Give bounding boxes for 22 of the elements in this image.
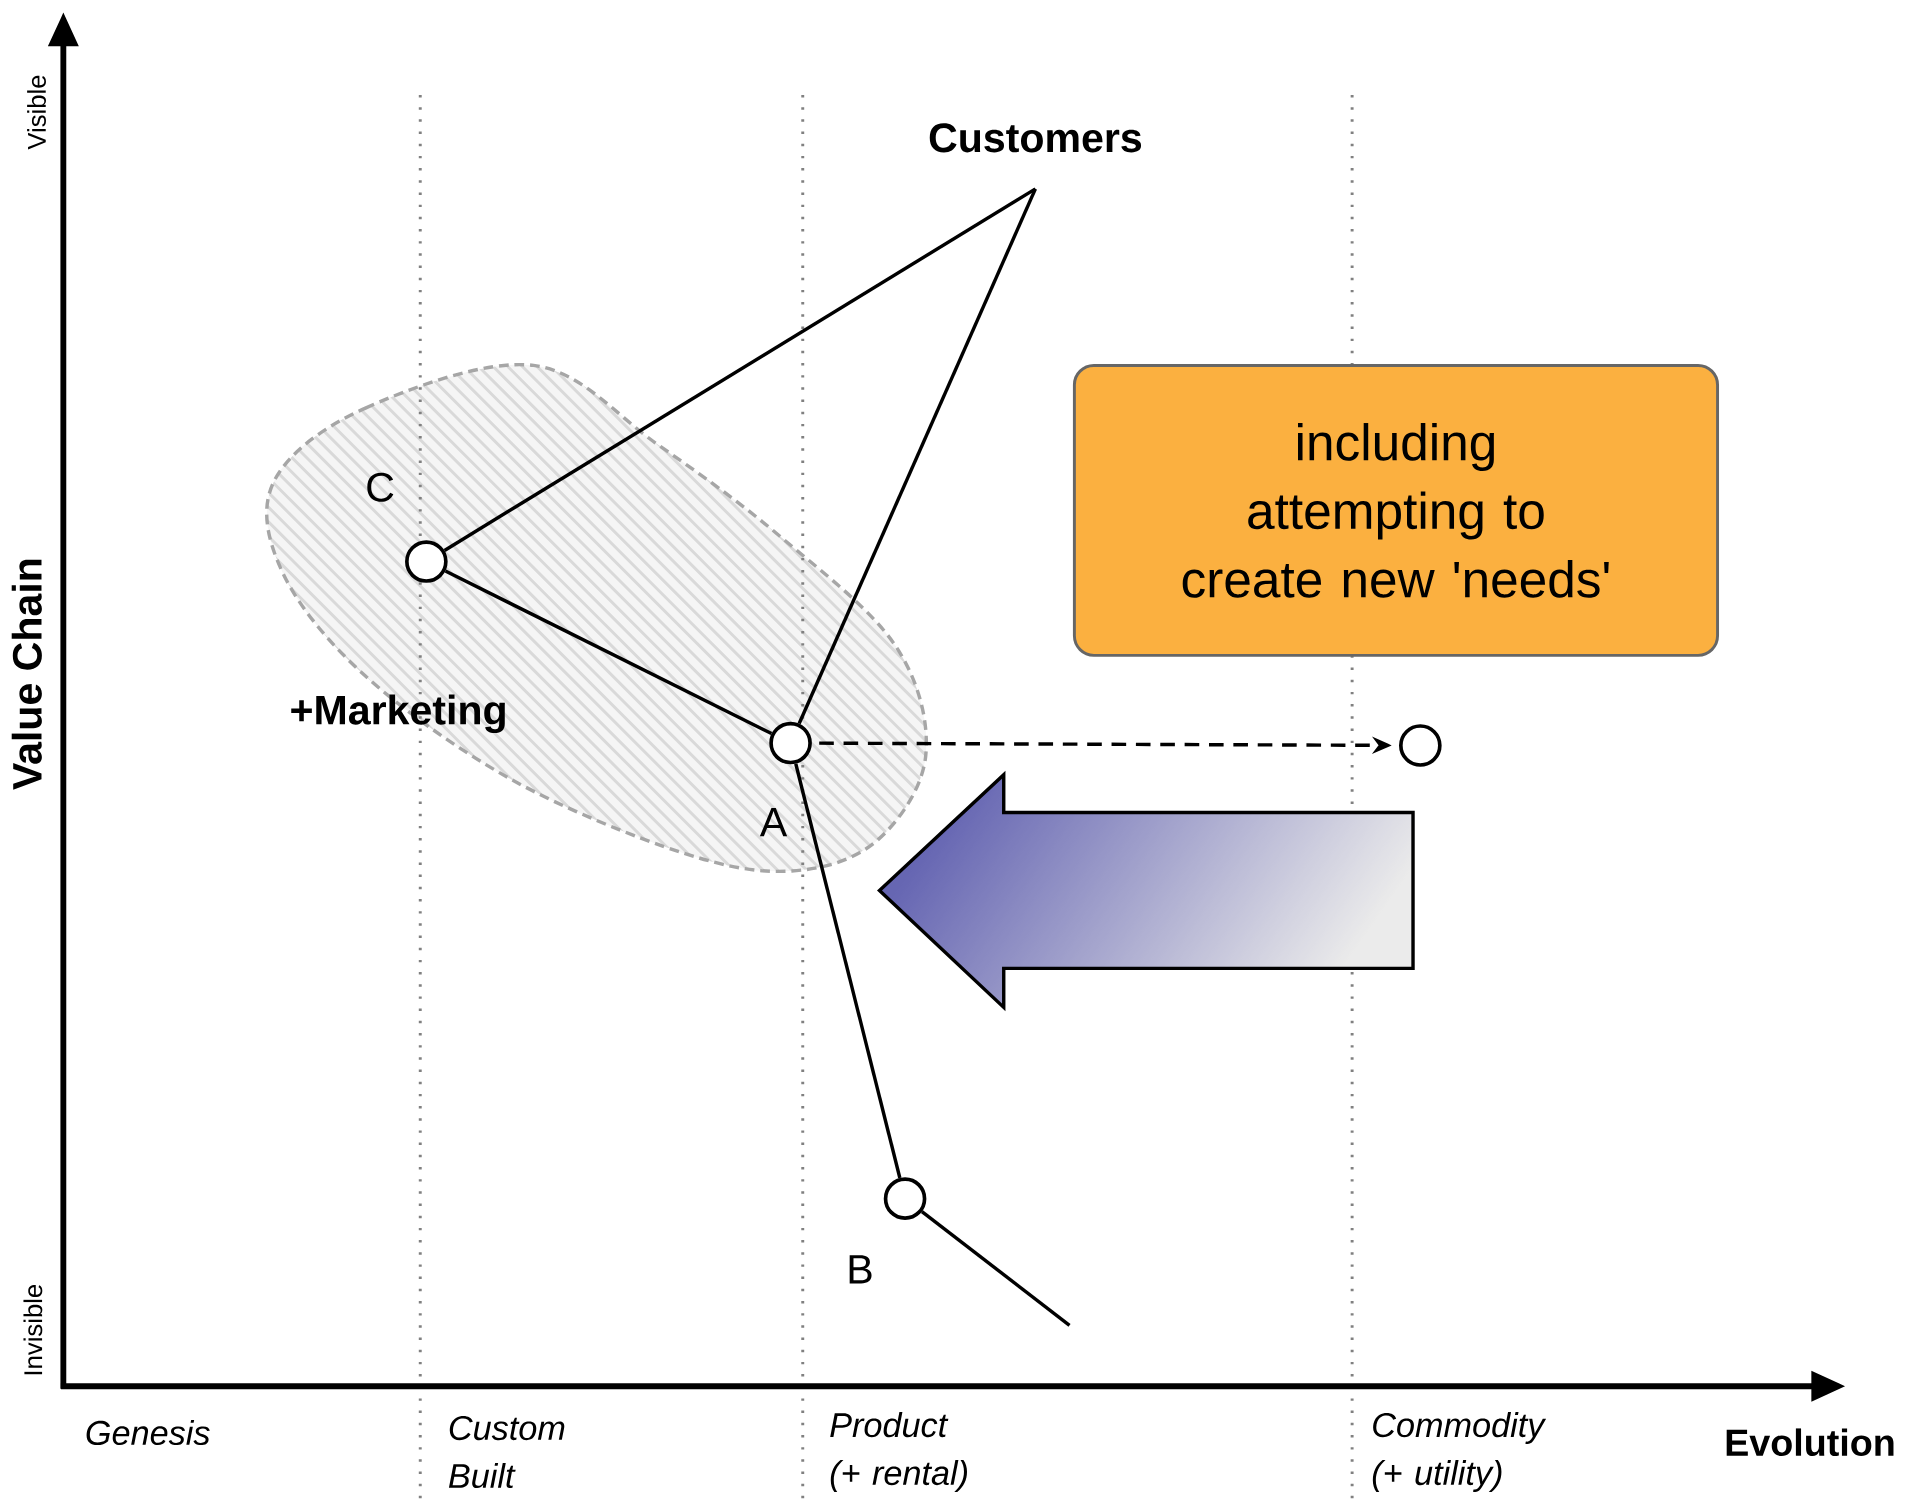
component-circle bbox=[883, 1177, 927, 1220]
point-label: A bbox=[759, 807, 788, 837]
axis-label: Product (+ rental) bbox=[830, 1411, 967, 1492]
annotation-label: +Marketing bbox=[291, 694, 505, 733]
axis-label: Custom Built bbox=[448, 1415, 565, 1488]
axis-label: Visible bbox=[27, 75, 46, 150]
connector-line bbox=[920, 1210, 1071, 1327]
connector-line bbox=[794, 763, 902, 1179]
connector-line bbox=[797, 187, 1037, 725]
axis-label: Genesis bbox=[86, 1419, 210, 1445]
connector-line bbox=[444, 569, 773, 735]
component-circle bbox=[1399, 723, 1442, 767]
callout-box: including attempting to create new 'needs' bbox=[1072, 363, 1719, 657]
axis-label: Invisible bbox=[23, 1284, 43, 1374]
point-label: B bbox=[849, 1254, 872, 1284]
axis-label: Commodity (+ utility) bbox=[1372, 1411, 1547, 1492]
node-label: Customers bbox=[929, 123, 1142, 153]
axis-label: Value Chain bbox=[11, 559, 42, 790]
connector-line bbox=[443, 187, 1037, 552]
axis-label: Evolution bbox=[1726, 1428, 1894, 1456]
component-circle bbox=[769, 721, 812, 765]
point-label: C bbox=[367, 472, 394, 502]
